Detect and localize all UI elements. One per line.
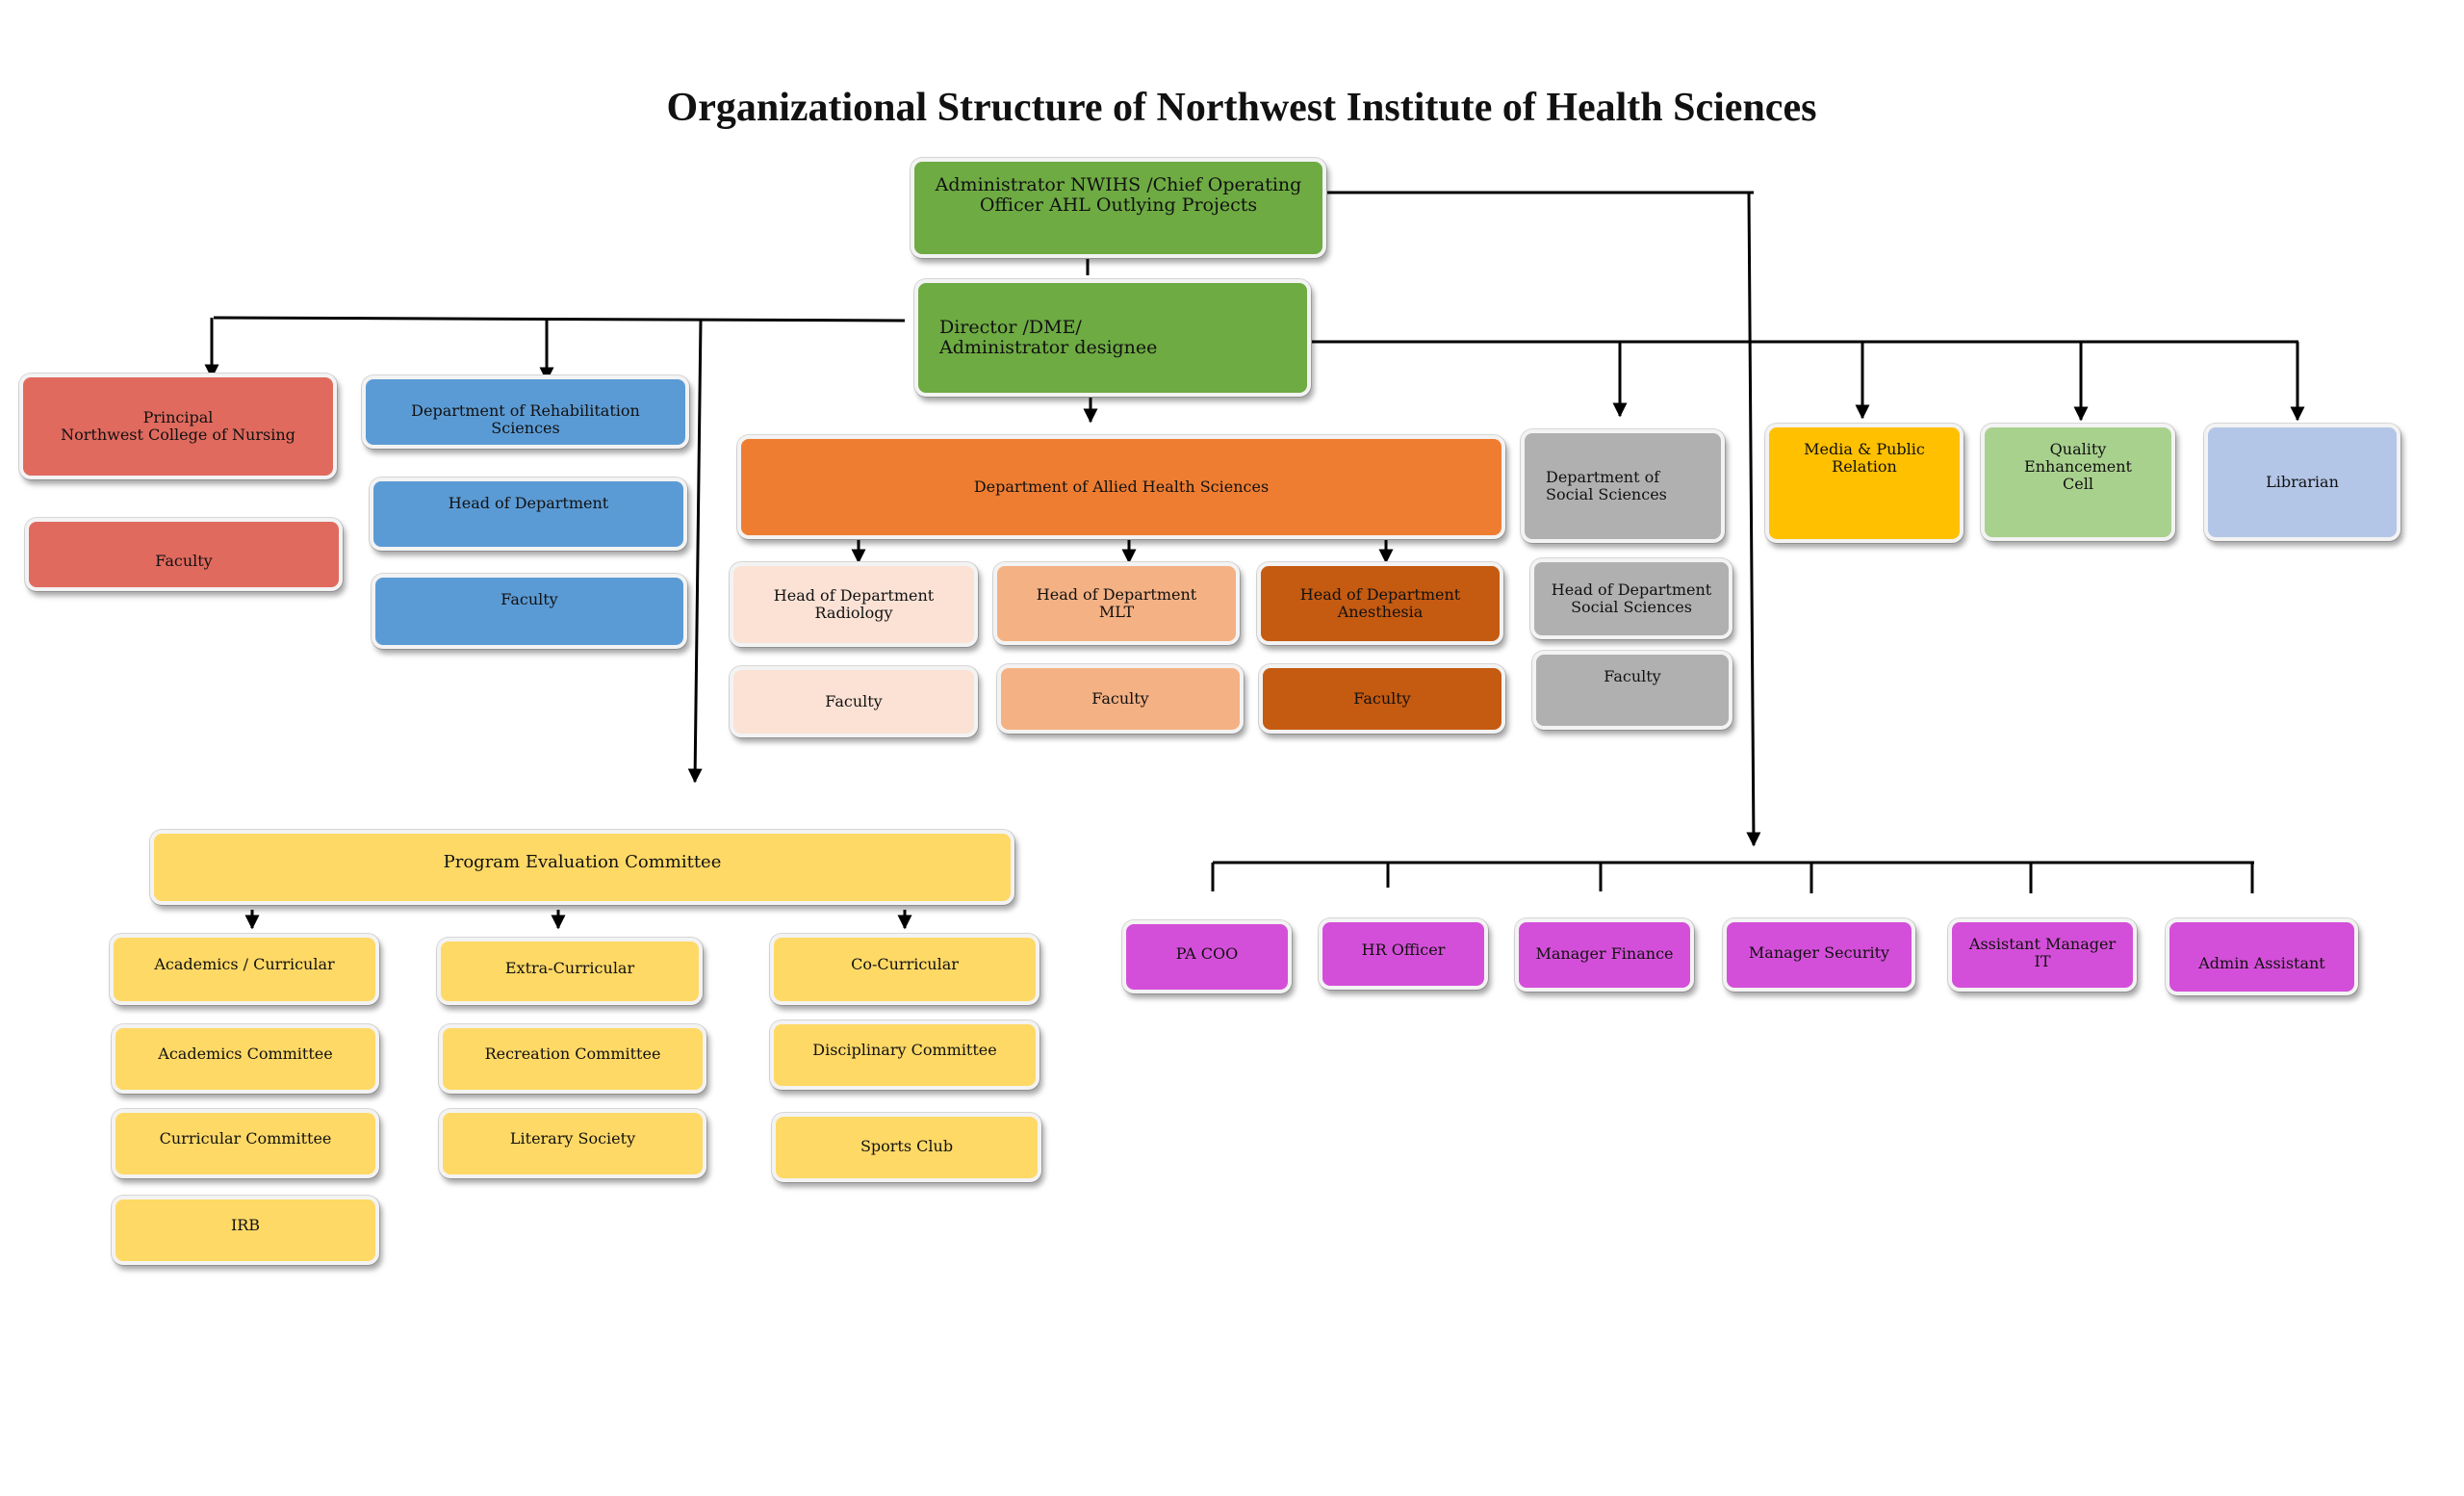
librarian-box: Librarian xyxy=(2204,424,2400,541)
social-faculty-box: Faculty xyxy=(1532,651,1732,730)
nursing-faculty-box: Faculty xyxy=(25,518,343,591)
media-relation-box: Media & Public Relation xyxy=(1765,424,1964,543)
mlt-head-box: Head of Department MLT xyxy=(993,562,1240,645)
assistant-manager-it-box: Assistant Manager IT xyxy=(1948,918,2137,992)
anesthesia-faculty-box: Faculty xyxy=(1259,664,1505,734)
irb-box: IRB xyxy=(112,1196,379,1265)
social-department-box: Department of Social Sciences xyxy=(1521,429,1725,543)
recreation-committee-box: Recreation Committee xyxy=(439,1024,706,1094)
curricular-committee-box: Curricular Committee xyxy=(112,1109,379,1178)
radiology-head-box: Head of Department Radiology xyxy=(730,562,978,647)
literary-society-box: Literary Society xyxy=(439,1109,706,1178)
allied-department-box: Department of Allied Health Sciences xyxy=(737,435,1505,539)
social-head-box: Head of Department Social Sciences xyxy=(1530,558,1732,639)
director-box: Director /DME/ Administrator designee xyxy=(914,279,1311,397)
mlt-faculty-box: Faculty xyxy=(997,664,1244,734)
manager-security-box: Manager Security xyxy=(1723,918,1915,992)
radiology-faculty-box: Faculty xyxy=(730,666,978,737)
program-evaluation-committee-box: Program Evaluation Committee xyxy=(150,830,1014,905)
co-curricular-box: Co-Curricular xyxy=(770,934,1040,1005)
extra-curricular-box: Extra-Curricular xyxy=(437,938,703,1005)
manager-finance-box: Manager Finance xyxy=(1515,918,1694,992)
pa-coo-box: PA COO xyxy=(1122,920,1292,993)
hr-officer-box: HR Officer xyxy=(1319,918,1488,990)
quality-cell-box: Quality Enhancement Cell xyxy=(1981,424,2175,541)
chart-title: Organizational Structure of Northwest In… xyxy=(666,86,1817,130)
administrator-box: Administrator NWIHS /Chief Operating Off… xyxy=(911,158,1326,258)
academics-committee-box: Academics Committee xyxy=(112,1024,379,1094)
anesthesia-head-box: Head of Department Anesthesia xyxy=(1257,562,1503,645)
sports-club-box: Sports Club xyxy=(772,1113,1041,1182)
admin-assistant-box: Admin Assistant xyxy=(2166,918,2358,995)
rehab-head-box: Head of Department xyxy=(370,477,687,551)
rehab-department-box: Department of Rehabilitation Sciences xyxy=(362,375,689,449)
nursing-principal-box: Principal Northwest College of Nursing xyxy=(19,374,337,479)
rehab-faculty-box: Faculty xyxy=(372,574,687,649)
disciplinary-committee-box: Disciplinary Committee xyxy=(770,1020,1040,1090)
academics-curricular-box: Academics / Curricular xyxy=(110,934,379,1005)
